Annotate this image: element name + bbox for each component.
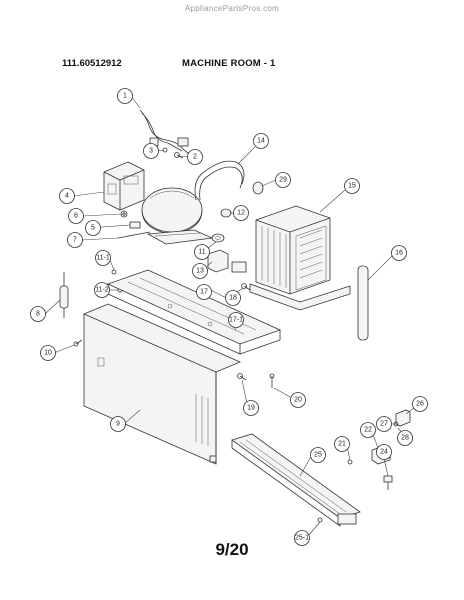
callout-24: 24 [376,444,392,460]
callout-15: 15 [344,178,360,194]
svg-text:26: 26 [416,401,424,408]
site-watermark: AppliancePartsPros.com [184,4,280,13]
clip-part [209,455,217,463]
svg-text:5: 5 [91,225,95,232]
svg-text:17: 17 [200,289,208,296]
discharge-tube-part [194,160,245,201]
callout-10: 10 [40,345,56,361]
wire-harness-part [139,109,193,157]
grommet-part-12 [220,208,232,218]
svg-text:29: 29 [279,177,287,184]
svg-text:14: 14 [257,138,265,145]
front-grille-part-25 [231,433,361,527]
svg-text:12: 12 [237,210,245,217]
callout-16: 16 [391,245,407,261]
svg-text:11: 11 [198,249,205,256]
callout-8: 8 [30,306,46,322]
svg-text:11-1: 11-1 [96,255,110,262]
callout-9: 9 [110,416,126,432]
grommet-part-11 [211,233,225,243]
svg-text:6: 6 [74,213,78,220]
svg-text:21: 21 [338,441,346,448]
svg-text:28: 28 [401,435,409,442]
fastener-part-11-1 [111,269,117,275]
drier-part-8 [59,272,69,318]
callout-5: 5 [85,220,101,236]
svg-text:1: 1 [123,93,127,100]
section-title: MACHINE ROOM - 1 [182,58,276,69]
svg-text:9: 9 [116,421,120,428]
callout-27: 27 [376,416,392,432]
svg-text:24: 24 [380,449,388,456]
svg-text:15: 15 [348,183,356,190]
callout-22: 22 [360,422,376,438]
screw-part-20 [269,373,275,388]
svg-text:10: 10 [44,350,52,357]
page-indicator: 9/20 [215,540,249,559]
callout-29: 29 [275,172,291,188]
screw-part-24 [383,475,393,490]
callout-11-1: 11-1 [95,250,111,266]
svg-text:16: 16 [395,250,403,257]
callout-2: 2 [187,149,203,165]
screw-part-2 [174,152,184,159]
callout-19: 19 [243,400,259,416]
svg-text:3: 3 [149,148,153,155]
screw-part-19 [237,373,247,381]
svg-text:17-1: 17-1 [229,317,243,324]
callout-21: 21 [334,436,350,452]
svg-text:8: 8 [36,311,40,318]
screw-part-10 [73,339,83,347]
callout-17: 17 [196,284,212,300]
svg-text:20: 20 [294,397,302,404]
svg-text:27: 27 [380,421,388,428]
grommet-part-5 [129,221,141,229]
callout-20: 20 [290,392,306,408]
callout-28: 28 [397,430,413,446]
callout-11: 11 [194,244,210,260]
svg-text:7: 7 [73,237,77,244]
callout-11-2: 11-2 [94,282,110,298]
cap-part-13 [207,249,229,273]
callout-14: 14 [253,133,269,149]
compressor-part [141,187,214,245]
callout-6: 6 [68,208,84,224]
drier-cap-part [252,181,264,195]
svg-text:19: 19 [247,405,255,412]
svg-text:4: 4 [65,193,69,200]
svg-text:2: 2 [193,154,197,161]
callout-26: 26 [412,396,428,412]
washer-part-6 [120,210,128,218]
relay-box-part [103,161,145,211]
svg-text:18: 18 [229,295,237,302]
clamp-part [231,261,247,273]
screw-part-25-1 [317,517,323,523]
callout-1: 1 [117,88,133,104]
callout-25-1: 25-1 [294,530,310,546]
callout-17-1: 17-1 [228,312,244,328]
svg-text:11-2: 11-2 [95,287,109,294]
svg-text:13: 13 [196,268,204,275]
pipe-part-16 [357,265,369,341]
rear-panel-part-9 [83,303,242,465]
screw-part-21 [347,459,353,465]
svg-text:25: 25 [314,452,322,459]
tube-part-7 [117,231,151,239]
svg-text:25-1: 25-1 [295,535,309,542]
callout-25: 25 [310,447,326,463]
callout-12: 12 [233,205,249,221]
condenser-coil-part [249,205,351,311]
model-number: 111.60512912 [62,58,122,69]
callout-3: 3 [143,143,159,159]
callout-4: 4 [59,188,75,204]
callout-18: 18 [225,290,241,306]
callout-7: 7 [67,232,83,248]
screw-part-18 [241,283,251,291]
svg-text:22: 22 [364,427,372,434]
callout-13: 13 [192,263,208,279]
